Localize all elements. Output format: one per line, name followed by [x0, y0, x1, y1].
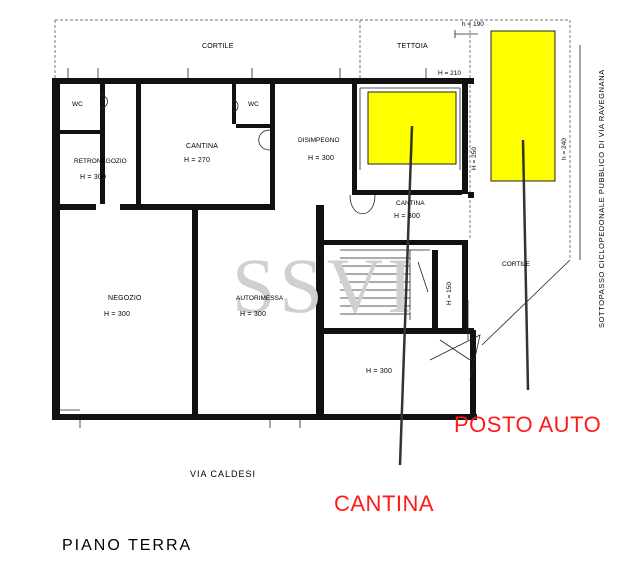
label-cortile-top: CORTILE [202, 43, 234, 50]
label-wc1: WC [72, 101, 83, 108]
posto-auto-leader [521, 139, 530, 391]
label-autorimessa: AUTORIMESSA [236, 295, 284, 302]
cantina-label: CANTINA [334, 491, 434, 516]
label-cortile-right: CORTILE [502, 261, 531, 268]
entry-markers [67, 30, 478, 78]
label-disimpegno-h: H = 300 [308, 155, 334, 162]
label-retronegozio: RETRONEGOZIO [74, 158, 127, 165]
label-wc2: WC [248, 101, 259, 108]
label-negozio: NEGOZIO [108, 295, 142, 302]
leader-lines [398, 125, 530, 466]
plan-details [60, 87, 481, 428]
room-labels: CORTILE TETTOIA h = 190 H = 210 h = 240 … [72, 21, 568, 375]
label-tettoia: TETTOIA [397, 43, 428, 50]
label-h190: h = 190 [462, 21, 484, 28]
posto-auto-label: POSTO AUTO [454, 412, 601, 437]
label-bottom-h: H = 300 [366, 368, 392, 375]
label-h210: H = 210 [438, 70, 461, 77]
label-cantina1-h: H = 270 [184, 157, 210, 164]
street-label: VIA CALDESI [190, 469, 256, 479]
label-autorimessa-h: H = 300 [240, 311, 266, 318]
label-cantina1: CANTINA [186, 143, 218, 150]
label-h250: H = 250 [471, 147, 478, 170]
building-walls [52, 78, 477, 420]
label-cantina2-h: H = 300 [394, 213, 420, 220]
label-negozio-h: H = 300 [104, 311, 130, 318]
label-h150: H = 150 [446, 282, 453, 305]
floor-title: PIANO TERRA [62, 537, 192, 554]
label-retronegozio-h: H = 300 [80, 174, 106, 181]
highlighted-areas [367, 30, 556, 182]
label-disimpegno: DISIMPEGNO [298, 137, 340, 144]
watermark: SSVI [232, 242, 417, 329]
label-cantina2: CANTINA [396, 200, 425, 207]
cantina-leader [398, 125, 414, 466]
label-h240: h = 240 [561, 138, 568, 160]
side-passage-label: SOTTOPASSO CICLOPEDONALE PUBBLICO DI VIA… [597, 69, 606, 328]
